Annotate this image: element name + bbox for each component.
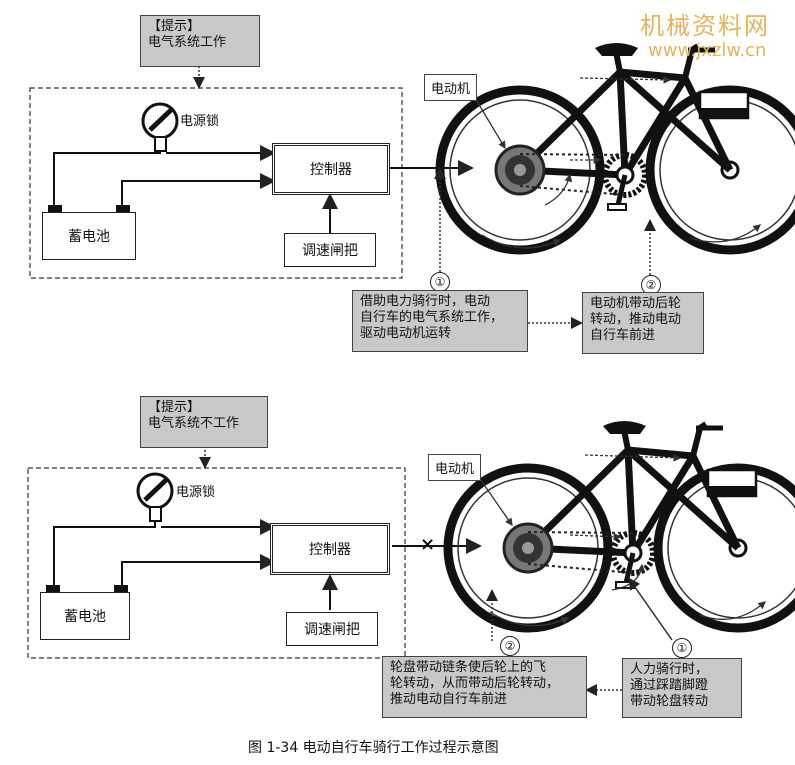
bottom-battery-label: 蓄电池 [64, 609, 106, 625]
bottom-step1-line2: 通过踩踏脚蹬 [630, 678, 709, 693]
bottom-controller-box: 控制器 [270, 523, 390, 575]
top-step1-line1: 借助电力骑行时，电动 [360, 294, 491, 309]
top-battery-label: 蓄电池 [68, 229, 110, 245]
top-power-lock-label: 电源锁 [180, 114, 220, 129]
bottom-power-lock-label: 电源锁 [176, 485, 216, 500]
bottom-motor-label: 电动机 [435, 462, 475, 477]
top-controller-box: 控制器 [272, 143, 390, 195]
watermark-url: www.jxzlw.cn [648, 40, 767, 61]
bottom-controller-label: 控制器 [309, 542, 351, 558]
top-motor-label: 电动机 [431, 82, 471, 97]
top-tip-note: 【提示】 电气系统工作 [140, 15, 260, 67]
top-step1-line3: 驱动电动机运转 [360, 326, 452, 341]
top-step2-line3: 自行车前进 [590, 328, 656, 343]
top-step1-line2: 自行车的电气系统工作， [360, 310, 504, 325]
bottom-battery-box: 蓄电池 [40, 592, 130, 640]
top-tip-title: 【提示】 [148, 19, 201, 34]
top-step1-note: 借助电力骑行时，电动 自行车的电气系统工作， 驱动电动机运转 [352, 290, 528, 352]
bottom-step2-note: 轮盘带动链条使后轮上的飞 轮转动，从而带动后轮转动， 推动电动自行车前进 [382, 656, 587, 718]
top-electrical-boundary [29, 87, 403, 279]
bottom-step1-number: ① [672, 638, 692, 658]
watermark-title: 机械资料网 [640, 12, 770, 40]
figure-caption: 图 1-34 电动自行车骑行工作过程示意图 [248, 740, 499, 756]
bottom-step1-line1: 人力骑行时， [630, 662, 709, 677]
top-step2-note: 电动机带动后轮 转动，推动电动 自行车前进 [582, 292, 704, 354]
bottom-throttle-label: 调速闸把 [304, 622, 360, 638]
bottom-step2-line1: 轮盘带动链条使后轮上的飞 [390, 660, 547, 675]
bottom-electrical-boundary [27, 467, 406, 659]
bottom-tip-note: 【提示】 电气系统不工作 [140, 396, 268, 448]
top-step2-line2: 转动，推动电动 [590, 312, 682, 327]
bottom-tip-title: 【提示】 [148, 400, 201, 415]
bottom-motor-callout: 电动机 [428, 454, 482, 481]
top-throttle-box: 调速闸把 [284, 233, 376, 267]
top-tip-text: 电气系统工作 [148, 35, 227, 50]
bottom-step2-line2: 轮转动，从而带动后轮转动， [390, 676, 560, 691]
bottom-step1-line3: 带动轮盘转动 [630, 694, 709, 709]
top-controller-label: 控制器 [310, 162, 352, 178]
bottom-step1-note: 人力骑行时， 通过踩踏脚蹬 带动轮盘转动 [622, 658, 742, 718]
bottom-step2-line3: 推动电动自行车前进 [390, 692, 508, 707]
bottom-throttle-box: 调速闸把 [286, 612, 378, 646]
top-step1-number: ① [430, 272, 450, 292]
top-motor-callout: 电动机 [424, 74, 478, 101]
bottom-tip-text: 电气系统不工作 [148, 416, 240, 431]
top-battery-box: 蓄电池 [42, 212, 136, 260]
bottom-cut-mark: × [420, 534, 436, 555]
top-throttle-label: 调速闸把 [302, 243, 358, 259]
top-step2-line1: 电动机带动后轮 [590, 296, 682, 311]
bottom-step2-number: ② [500, 636, 520, 656]
